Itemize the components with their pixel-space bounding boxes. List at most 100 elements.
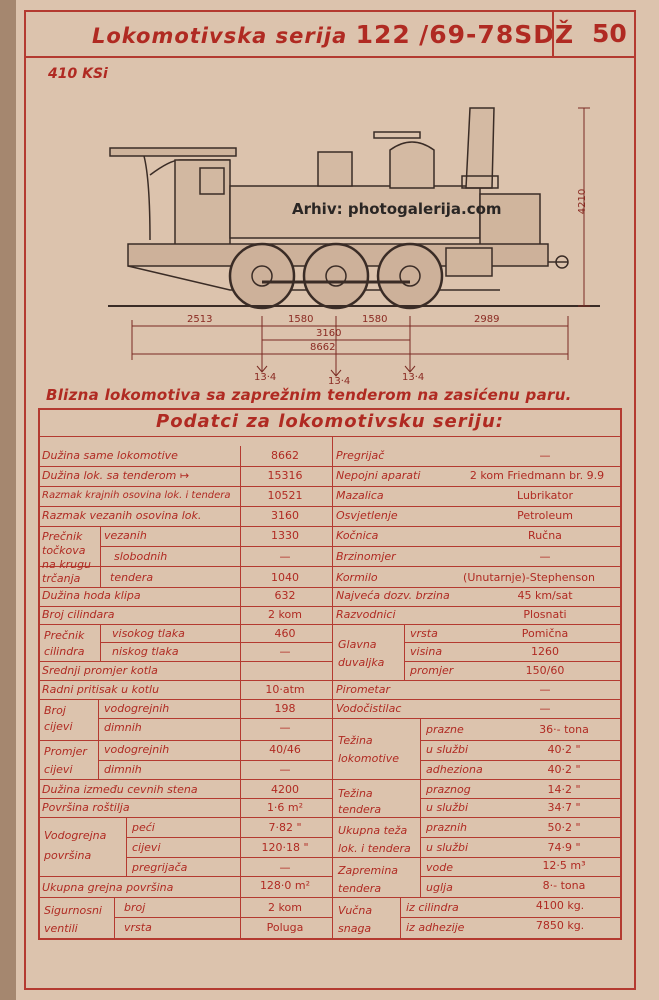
right-label: Najveća dozv. brzina (336, 589, 450, 602)
left-value: — (279, 645, 291, 658)
table-rule (420, 718, 421, 897)
right-value: 4100 kg. (535, 899, 585, 912)
table-rule (38, 606, 332, 607)
table-rule (420, 740, 622, 741)
left-value: 1330 (271, 529, 299, 542)
table-rule (332, 486, 622, 487)
right-value: — (539, 702, 551, 715)
left-sub-label: vrsta (124, 921, 152, 934)
right-value: Ručna (528, 529, 562, 542)
left-label: Srednji promjer kotla (42, 664, 158, 677)
table-rule (38, 740, 332, 741)
right-value: 12·5 m³ (542, 859, 586, 872)
left-label: Radni pritisak u kotlu (42, 683, 160, 696)
table-rule (38, 897, 332, 898)
right-group-label: Težina lokomotive (338, 734, 399, 765)
right-value: — (539, 683, 551, 696)
left-value: 120·18 " (261, 841, 309, 854)
table-rule (38, 486, 332, 487)
left-value: 2 kom (268, 901, 302, 914)
left-value: 10·atm (265, 683, 305, 696)
left-label: Razmak vezanih osovina lok. (42, 509, 202, 522)
right-value: 74·9 " (547, 841, 581, 854)
series-number: 122 (355, 20, 411, 49)
locomotive-class: 410 KSi (48, 66, 108, 82)
left-sub-label: cijevi (132, 841, 161, 854)
left-value: 4200 (271, 783, 299, 796)
table-rule (400, 897, 401, 940)
left-value: 2 kom (268, 608, 302, 621)
right-sub-label: uglja (426, 881, 453, 894)
right-label: Brzinomjer (336, 550, 396, 563)
left-group-label: Prečnik cilindra (44, 629, 85, 658)
left-label: Dužina lok. sa tenderom ↦ (42, 469, 190, 482)
right-label: Nepojni aparati (336, 469, 421, 482)
left-sub-label: visokog tlaka (112, 627, 185, 640)
right-value: — (539, 550, 551, 563)
left-label: Razmak krajnih osovina lok. i tendera (42, 490, 231, 501)
table-rule (332, 566, 622, 567)
left-sub-label: broj (124, 901, 146, 914)
left-group-label: Prečnik točkova na krugu trčanja (42, 530, 92, 585)
left-sub-label: peći (132, 821, 155, 834)
left-value: 8662 (271, 449, 299, 462)
left-value: 3160 (271, 509, 299, 522)
table-rule (332, 718, 622, 719)
table-rule (332, 526, 622, 527)
table-rule (38, 624, 332, 625)
right-value: 45 km/sat (517, 589, 573, 602)
right-value: 34·7 " (547, 801, 581, 814)
left-sub-label: niskog tlaka (112, 645, 179, 658)
table-rule (420, 837, 622, 838)
drawing-caption: Blizna lokomotiva sa zaprežnim tenderom … (46, 386, 572, 404)
right-group-label: Ukupna teža lok. i tendera (338, 824, 411, 855)
right-value: Pomična (521, 627, 569, 640)
table-rule (38, 436, 622, 437)
left-label: Ukupna grejna površina (42, 881, 174, 894)
left-sub-label: slobodnih (114, 550, 168, 563)
right-label: Pregrijač (336, 449, 385, 462)
right-value: 1260 (531, 645, 559, 658)
table-rule (404, 642, 622, 643)
table-rule (420, 760, 622, 761)
left-label: Dužina hoda klipa (42, 589, 141, 602)
table-rule (114, 897, 115, 940)
right-value: 14·2 " (547, 783, 581, 796)
right-sub-label: u službi (426, 743, 469, 756)
right-value: Petroleum (517, 509, 573, 522)
left-label: Površina roštilja (42, 801, 130, 814)
right-value: (Unutarnje)-Stephenson (463, 571, 595, 584)
right-value: 150/60 (525, 664, 565, 677)
right-value: 36·- tona (539, 723, 589, 736)
table-rule (126, 817, 127, 876)
left-sub-label: pregrijača (132, 861, 188, 874)
left-value: 15316 (267, 469, 303, 482)
table-rule (98, 718, 332, 719)
right-label: Mazalica (336, 489, 384, 502)
table-rule (240, 446, 241, 940)
header: Lokomotivska serija 122 /69-78SDŽ 50 (24, 10, 636, 58)
left-value: Poluga (266, 921, 304, 934)
right-sub-label: praznih (426, 821, 468, 834)
right-sub-label: vode (426, 861, 453, 874)
table-rule (38, 876, 332, 877)
right-sub-label: u službi (426, 841, 469, 854)
left-value: — (279, 861, 291, 874)
right-value: 8·- tona (542, 879, 586, 892)
right-sub-label: iz cilindra (406, 901, 459, 914)
table-rule (98, 760, 332, 761)
locomotive-drawing (108, 107, 600, 377)
left-sub-label: dimnih (104, 763, 142, 776)
data-table (38, 408, 622, 940)
table-rule (98, 699, 99, 779)
left-label: Dužina između cevnih stena (42, 783, 198, 796)
table-rule (114, 917, 332, 918)
dim-segment-1: 2513 (187, 314, 213, 325)
table-rule (332, 606, 622, 607)
dim-total-length: 8662 (310, 342, 336, 353)
table-rule (38, 680, 332, 681)
right-sub-label: prazne (426, 723, 464, 736)
table-rule (332, 857, 622, 858)
left-group-label: Broj cijevi (44, 704, 73, 733)
left-value: — (279, 763, 291, 776)
